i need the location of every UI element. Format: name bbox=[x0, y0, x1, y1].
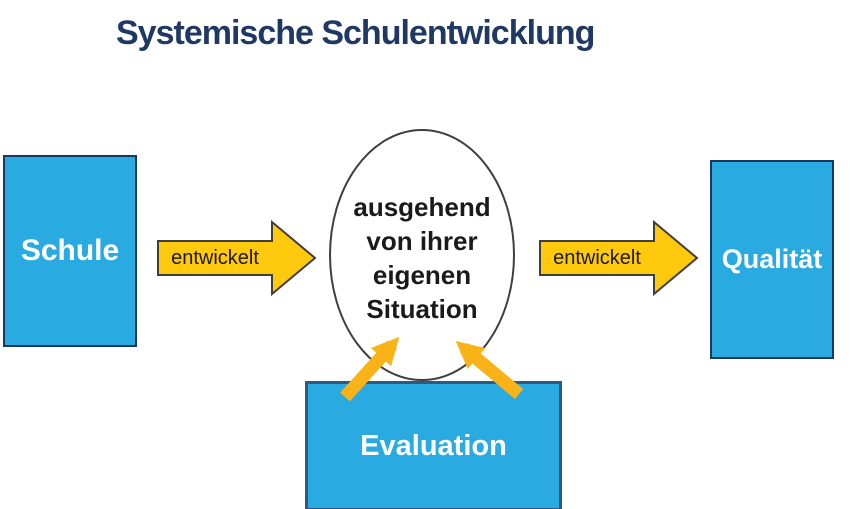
node-schule: Schule bbox=[3, 155, 137, 347]
arrow-right-label: entwickelt bbox=[553, 246, 641, 269]
arrow-left-label: entwickelt bbox=[171, 246, 259, 269]
ellipse-text-line: von ihrer bbox=[366, 226, 478, 256]
situation-ellipse bbox=[329, 129, 515, 381]
ellipse-text-line: ausgehend bbox=[353, 192, 491, 222]
ellipse-text-line: Situation bbox=[366, 294, 478, 324]
node-qualitaet-label: Qualität bbox=[721, 244, 823, 274]
node-evaluation: Evaluation bbox=[305, 381, 562, 509]
node-evaluation-label: Evaluation bbox=[360, 429, 507, 462]
arrow-right-icon bbox=[157, 219, 317, 297]
node-schule-label: Schule bbox=[20, 234, 120, 267]
ellipse-text-line: eigenen bbox=[372, 260, 472, 290]
situation-ellipse-text: ausgehend von ihrer eigenen Situation bbox=[330, 190, 514, 326]
arrow-right-icon bbox=[539, 219, 699, 297]
node-qualitaet: Qualität bbox=[710, 160, 834, 359]
page-title: Systemische Schulentwicklung bbox=[116, 14, 595, 52]
